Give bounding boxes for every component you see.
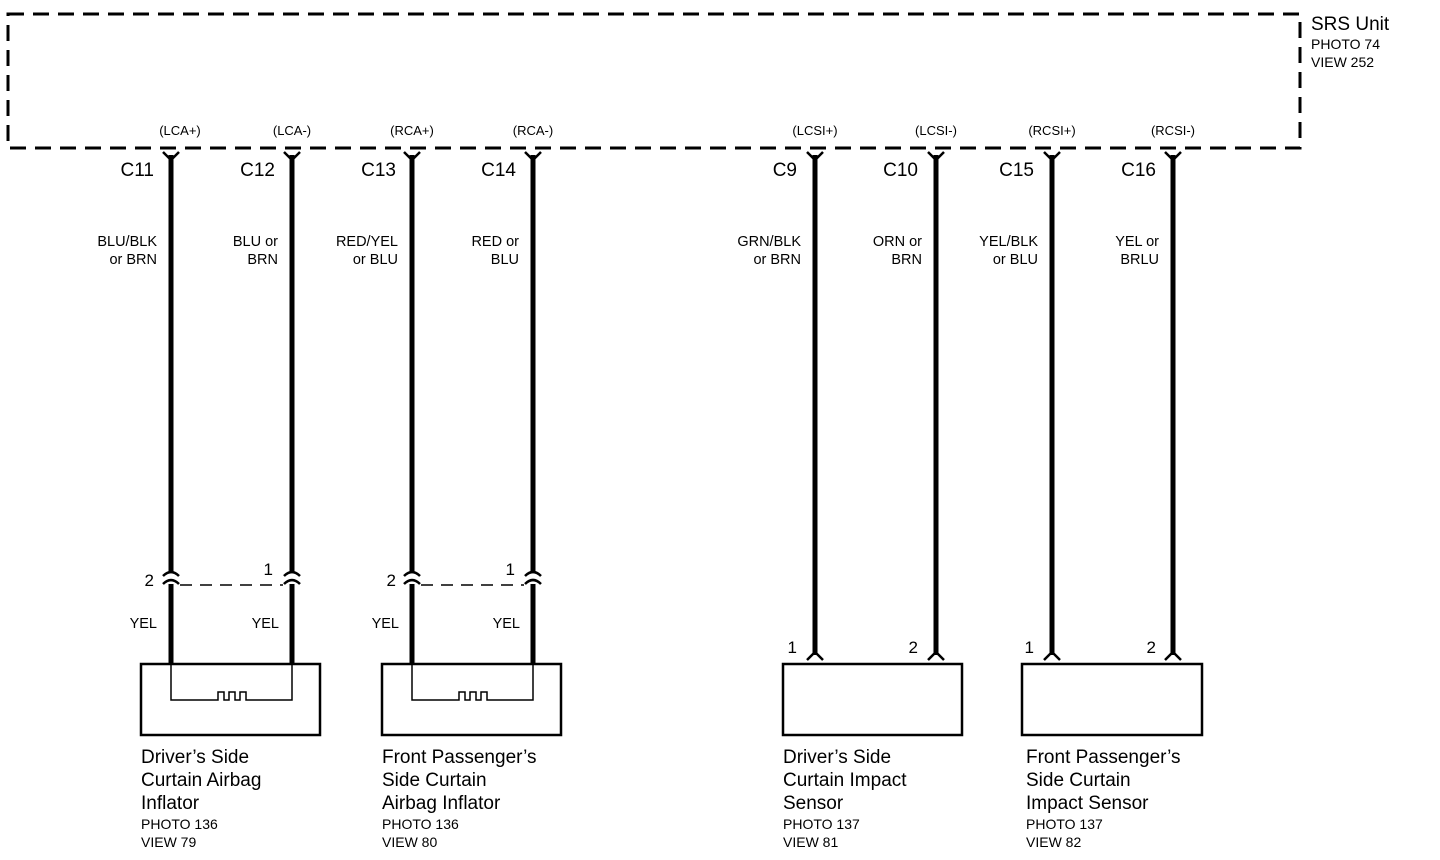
pin-label: C10 — [883, 160, 918, 181]
component-view: VIEW 80 — [382, 834, 437, 850]
lower-wire-color: YEL — [372, 616, 399, 632]
terminal-label: 1 — [1025, 638, 1034, 657]
terminal-label: 2 — [387, 571, 396, 590]
connector-icon — [403, 570, 421, 585]
circuit-c14: (RCA-) C14 RED or BLU 1 YEL — [471, 123, 553, 664]
terminal-label: 1 — [506, 560, 515, 579]
component-photo: PHOTO 136 — [141, 816, 218, 832]
srs-unit-view: VIEW 252 — [1311, 54, 1374, 70]
circuit-c13: (RCA+) C13 RED/YEL or BLU 2 YEL — [336, 123, 434, 664]
wire-color-line1: BLU or — [233, 234, 278, 250]
squib-heater-icon — [411, 664, 534, 701]
wire-color-line2: BRN — [247, 252, 278, 268]
circuit-c12: (LCA-) C12 BLU or BRN 1 YEL — [233, 123, 311, 664]
terminal-label: 2 — [145, 571, 154, 590]
pin-label: C14 — [481, 160, 516, 181]
wire-color-line2: or BLU — [993, 252, 1038, 268]
component-view: VIEW 79 — [141, 834, 196, 850]
pin-label: C11 — [121, 160, 154, 181]
connector-icon — [283, 570, 301, 585]
connector-female-icon — [927, 650, 945, 661]
wire-color-line1: YEL/BLK — [979, 234, 1038, 250]
wire-color-line1: GRN/BLK — [737, 234, 801, 250]
signal-label: (RCA-) — [513, 123, 553, 138]
pin-label: C16 — [1121, 160, 1156, 181]
component-box — [139, 662, 322, 737]
signal-label: (LCSI-) — [915, 123, 957, 138]
component-photo: PHOTO 137 — [1026, 816, 1103, 832]
component-photo: PHOTO 137 — [783, 816, 860, 832]
pin-label: C12 — [240, 160, 275, 181]
srs-unit-title: SRS Unit — [1311, 14, 1390, 35]
pin-label: C15 — [999, 160, 1034, 181]
wire-color-line2: or BRN — [753, 252, 801, 268]
wire-color-line2: or BRN — [109, 252, 157, 268]
circuit-c16: (RCSI-) C16 YEL or BRLU 2 — [1115, 123, 1195, 661]
signal-label: (LCSI+) — [792, 123, 837, 138]
srs-unit-box — [6, 12, 1302, 150]
signal-label: (RCSI-) — [1151, 123, 1195, 138]
wire-color-line2: BRLU — [1120, 252, 1159, 268]
wire-color-line2: BLU — [491, 252, 519, 268]
wire-color-line1: ORN or — [873, 234, 922, 250]
wire-color-line2: or BLU — [353, 252, 398, 268]
lower-wire-color: YEL — [493, 616, 520, 632]
connector-icon — [162, 570, 180, 585]
terminal-label: 1 — [788, 638, 797, 657]
circuit-c15: (RCSI+) C15 YEL/BLK or BLU 1 — [979, 123, 1076, 661]
signal-label: (LCA-) — [273, 123, 311, 138]
wire-color-line1: RED or — [471, 234, 519, 250]
wire-color-line2: BRN — [891, 252, 922, 268]
signal-label: (LCA+) — [159, 123, 201, 138]
connector-female-icon — [806, 650, 824, 661]
terminal-label: 2 — [1147, 638, 1156, 657]
terminal-label: 2 — [909, 638, 918, 657]
pin-label: C13 — [361, 160, 396, 181]
circuit-c11: (LCA+) C11 BLU/BLK or BRN 2 YEL — [97, 123, 201, 664]
lower-wire-color: YEL — [130, 616, 157, 632]
connector-female-icon — [1043, 650, 1061, 661]
pin-label: C9 — [773, 160, 797, 181]
component-photo: PHOTO 136 — [382, 816, 459, 832]
wire-color-line1: YEL or — [1115, 234, 1159, 250]
signal-label: (RCA+) — [390, 123, 434, 138]
srs-unit-photo: PHOTO 74 — [1311, 36, 1380, 52]
component-view: VIEW 81 — [783, 834, 838, 850]
circuit-c10: (LCSI-) C10 ORN or BRN 2 — [873, 123, 957, 661]
circuit-c9: (LCSI+) C9 GRN/BLK or BRN 1 — [737, 123, 838, 661]
wire-color-line1: RED/YEL — [336, 234, 398, 250]
squib-heater-icon — [170, 664, 293, 701]
lower-wire-color: YEL — [252, 616, 279, 632]
terminal-label: 1 — [264, 560, 273, 579]
component-box — [1020, 662, 1204, 737]
component-box — [380, 662, 563, 737]
signal-label: (RCSI+) — [1028, 123, 1075, 138]
component-box — [781, 662, 964, 737]
connector-female-icon — [1164, 650, 1182, 661]
connector-icon — [524, 570, 542, 585]
component-view: VIEW 82 — [1026, 834, 1081, 850]
wire-color-line1: BLU/BLK — [97, 234, 157, 250]
